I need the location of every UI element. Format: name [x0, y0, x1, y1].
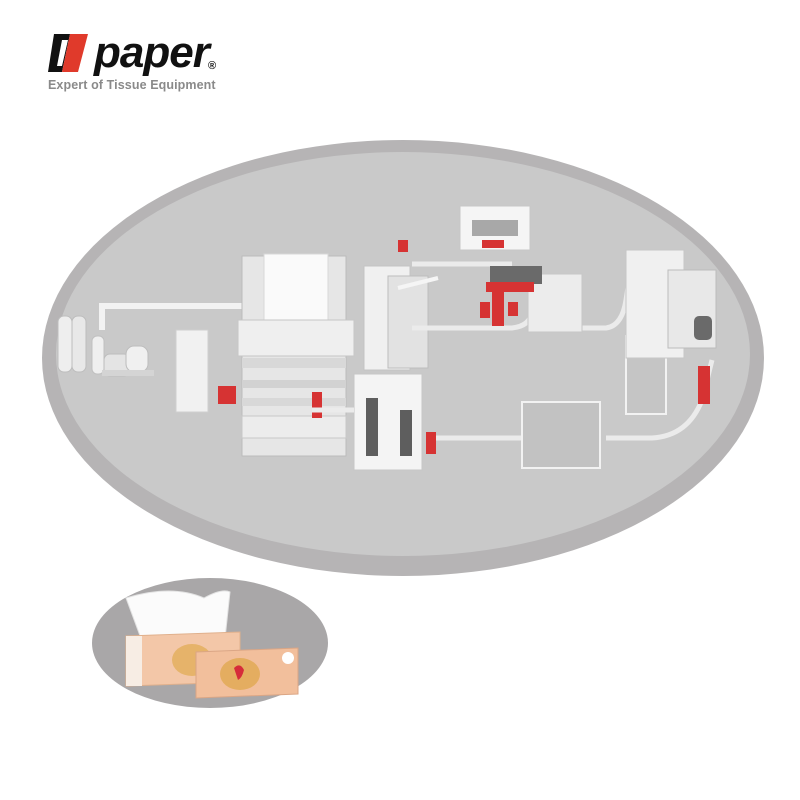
log-saw-icon	[363, 240, 439, 371]
brand-tagline: Expert of Tissue Equipment	[48, 78, 216, 92]
dust-collector-icon	[57, 303, 242, 377]
wrapping-machine-icon	[625, 249, 717, 404]
registered-mark: ®	[208, 60, 217, 72]
bundler-icon	[459, 205, 531, 326]
brand-logo: paper ® Expert of Tissue Equipment	[44, 28, 234, 98]
case-packer-icon	[486, 266, 583, 333]
brand-mark-icon	[48, 34, 88, 72]
control-cabinet-icon	[175, 329, 209, 413]
folding-machine-icon	[218, 253, 355, 457]
packing-machine-icon	[353, 373, 436, 471]
production-line-render	[57, 205, 717, 471]
brand-name: paper	[94, 28, 210, 77]
tissue-pack-front-icon	[195, 647, 299, 699]
tissue-product-render	[125, 590, 299, 699]
